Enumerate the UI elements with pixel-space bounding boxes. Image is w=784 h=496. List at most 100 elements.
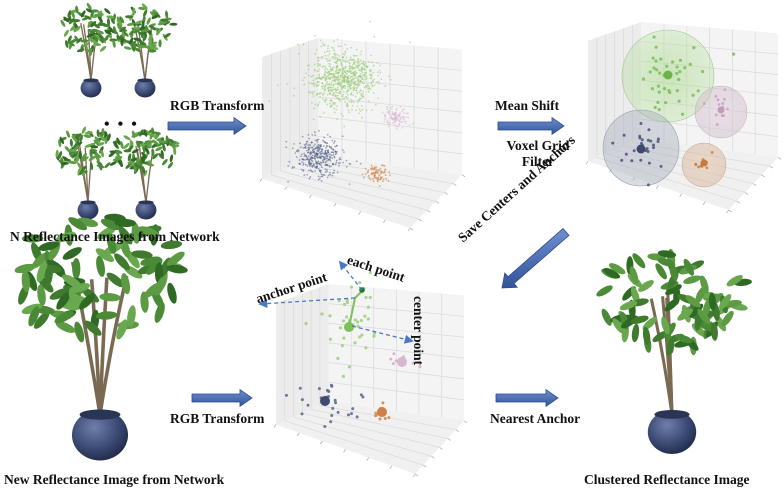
- potted-plant-icon: [596, 248, 752, 454]
- scatter-point: [367, 100, 370, 103]
- scatter-point: [320, 148, 322, 150]
- scatter-point: [310, 82, 313, 85]
- scatter-point: [311, 166, 314, 168]
- plant-leaf: [141, 28, 150, 33]
- scatter-point: [314, 134, 317, 136]
- scatter-point: [316, 138, 319, 141]
- scatter-point: [346, 90, 349, 93]
- scatter-point: [348, 183, 351, 185]
- scatter-point: [348, 62, 351, 65]
- scatter-point: [361, 66, 364, 69]
- scatter-point: [320, 179, 323, 182]
- scatter-point: [342, 53, 345, 55]
- axis-tick: [409, 227, 414, 231]
- scatter-point: [317, 70, 320, 73]
- scatter-point: [349, 412, 353, 416]
- scatter-point: [418, 365, 422, 369]
- scatter-point: [361, 68, 364, 71]
- scatter-point: [303, 152, 306, 155]
- grid-line: [299, 163, 445, 193]
- axis-tick: [702, 201, 706, 206]
- scatter-point: [331, 163, 334, 166]
- scatter-point: [332, 101, 335, 104]
- plant-pot: [71, 409, 129, 461]
- plant-leaf: [44, 265, 53, 287]
- plant-leaf: [612, 318, 625, 334]
- plant-leaf: [116, 137, 121, 146]
- scatter-point: [361, 108, 364, 111]
- scatter-point: [331, 174, 334, 177]
- axis-tick: [412, 473, 416, 478]
- plant-leaf: [72, 257, 81, 280]
- scatter-point: [333, 140, 336, 142]
- scatter-point: [656, 84, 661, 88]
- scatter-point: [389, 106, 392, 109]
- scatter-point: [324, 151, 327, 154]
- scatter-point: [301, 153, 303, 156]
- scatter-point: [320, 78, 323, 80]
- scatter-point: [361, 173, 364, 176]
- scatter-point: [268, 100, 271, 102]
- scatter-point: [383, 120, 386, 123]
- scatter-point: [624, 152, 628, 156]
- plant-leaf: [67, 35, 72, 43]
- rgb-scatter-plot: [259, 20, 466, 232]
- plant-leaf: [36, 261, 48, 283]
- plant-leaf: [166, 251, 185, 266]
- scatter-point: [346, 106, 349, 108]
- scatter-point: [656, 100, 660, 104]
- axis-tick: [343, 449, 346, 453]
- scatter-point: [344, 315, 349, 319]
- plant-leaf: [120, 141, 124, 149]
- plant-leaf: [119, 16, 125, 24]
- scatter-point: [331, 147, 334, 150]
- plant-leaf: [158, 140, 167, 144]
- scatter-point: [349, 285, 354, 289]
- scatter-point: [328, 165, 331, 168]
- scatter-point: [357, 59, 360, 61]
- plant-leaf: [121, 273, 131, 295]
- scatter-point: [314, 153, 317, 156]
- scatter-point: [326, 142, 328, 145]
- scatter-point: [311, 170, 314, 173]
- scatter-point: [338, 90, 341, 93]
- scatter-point: [371, 85, 374, 88]
- scatter-point: [314, 52, 317, 55]
- plant-leaf: [151, 14, 159, 20]
- scatter-point: [346, 413, 350, 417]
- scatter-point: [389, 78, 392, 81]
- scatter-point: [317, 146, 320, 148]
- plant-leaf: [708, 292, 717, 311]
- scatter-point: [339, 69, 341, 72]
- scatter-point: [354, 80, 357, 83]
- scatter-point: [337, 97, 340, 100]
- scatter-point: [334, 94, 337, 97]
- scatter-point: [356, 83, 359, 86]
- scatter-point: [381, 401, 385, 405]
- scatter-point: [311, 151, 314, 154]
- plant-leaf: [94, 34, 101, 40]
- scatter-point: [315, 48, 318, 51]
- scatter-point: [654, 59, 658, 63]
- scatter-point: [321, 159, 324, 162]
- scatter-point: [647, 128, 651, 132]
- plant-leaf: [133, 26, 142, 30]
- scatter-point: [333, 49, 335, 52]
- scatter-point: [329, 59, 331, 62]
- plant-leaf: [601, 308, 612, 326]
- plant-leaf: [69, 138, 73, 147]
- pink-center-point: [717, 106, 725, 114]
- plant-leaf: [152, 9, 156, 18]
- scatter-point: [356, 61, 358, 64]
- scatter-point: [301, 158, 304, 161]
- scatter-point: [355, 64, 358, 67]
- scatter-point: [323, 92, 325, 95]
- scatter-point: [337, 71, 340, 74]
- scatter-point: [340, 158, 342, 161]
- scatter-point: [320, 143, 322, 146]
- scatter-point: [348, 85, 351, 88]
- plant-leaf: [596, 285, 613, 297]
- scatter-point: [339, 74, 342, 77]
- scatter-point: [346, 60, 349, 63]
- plant-images: [14, 2, 752, 461]
